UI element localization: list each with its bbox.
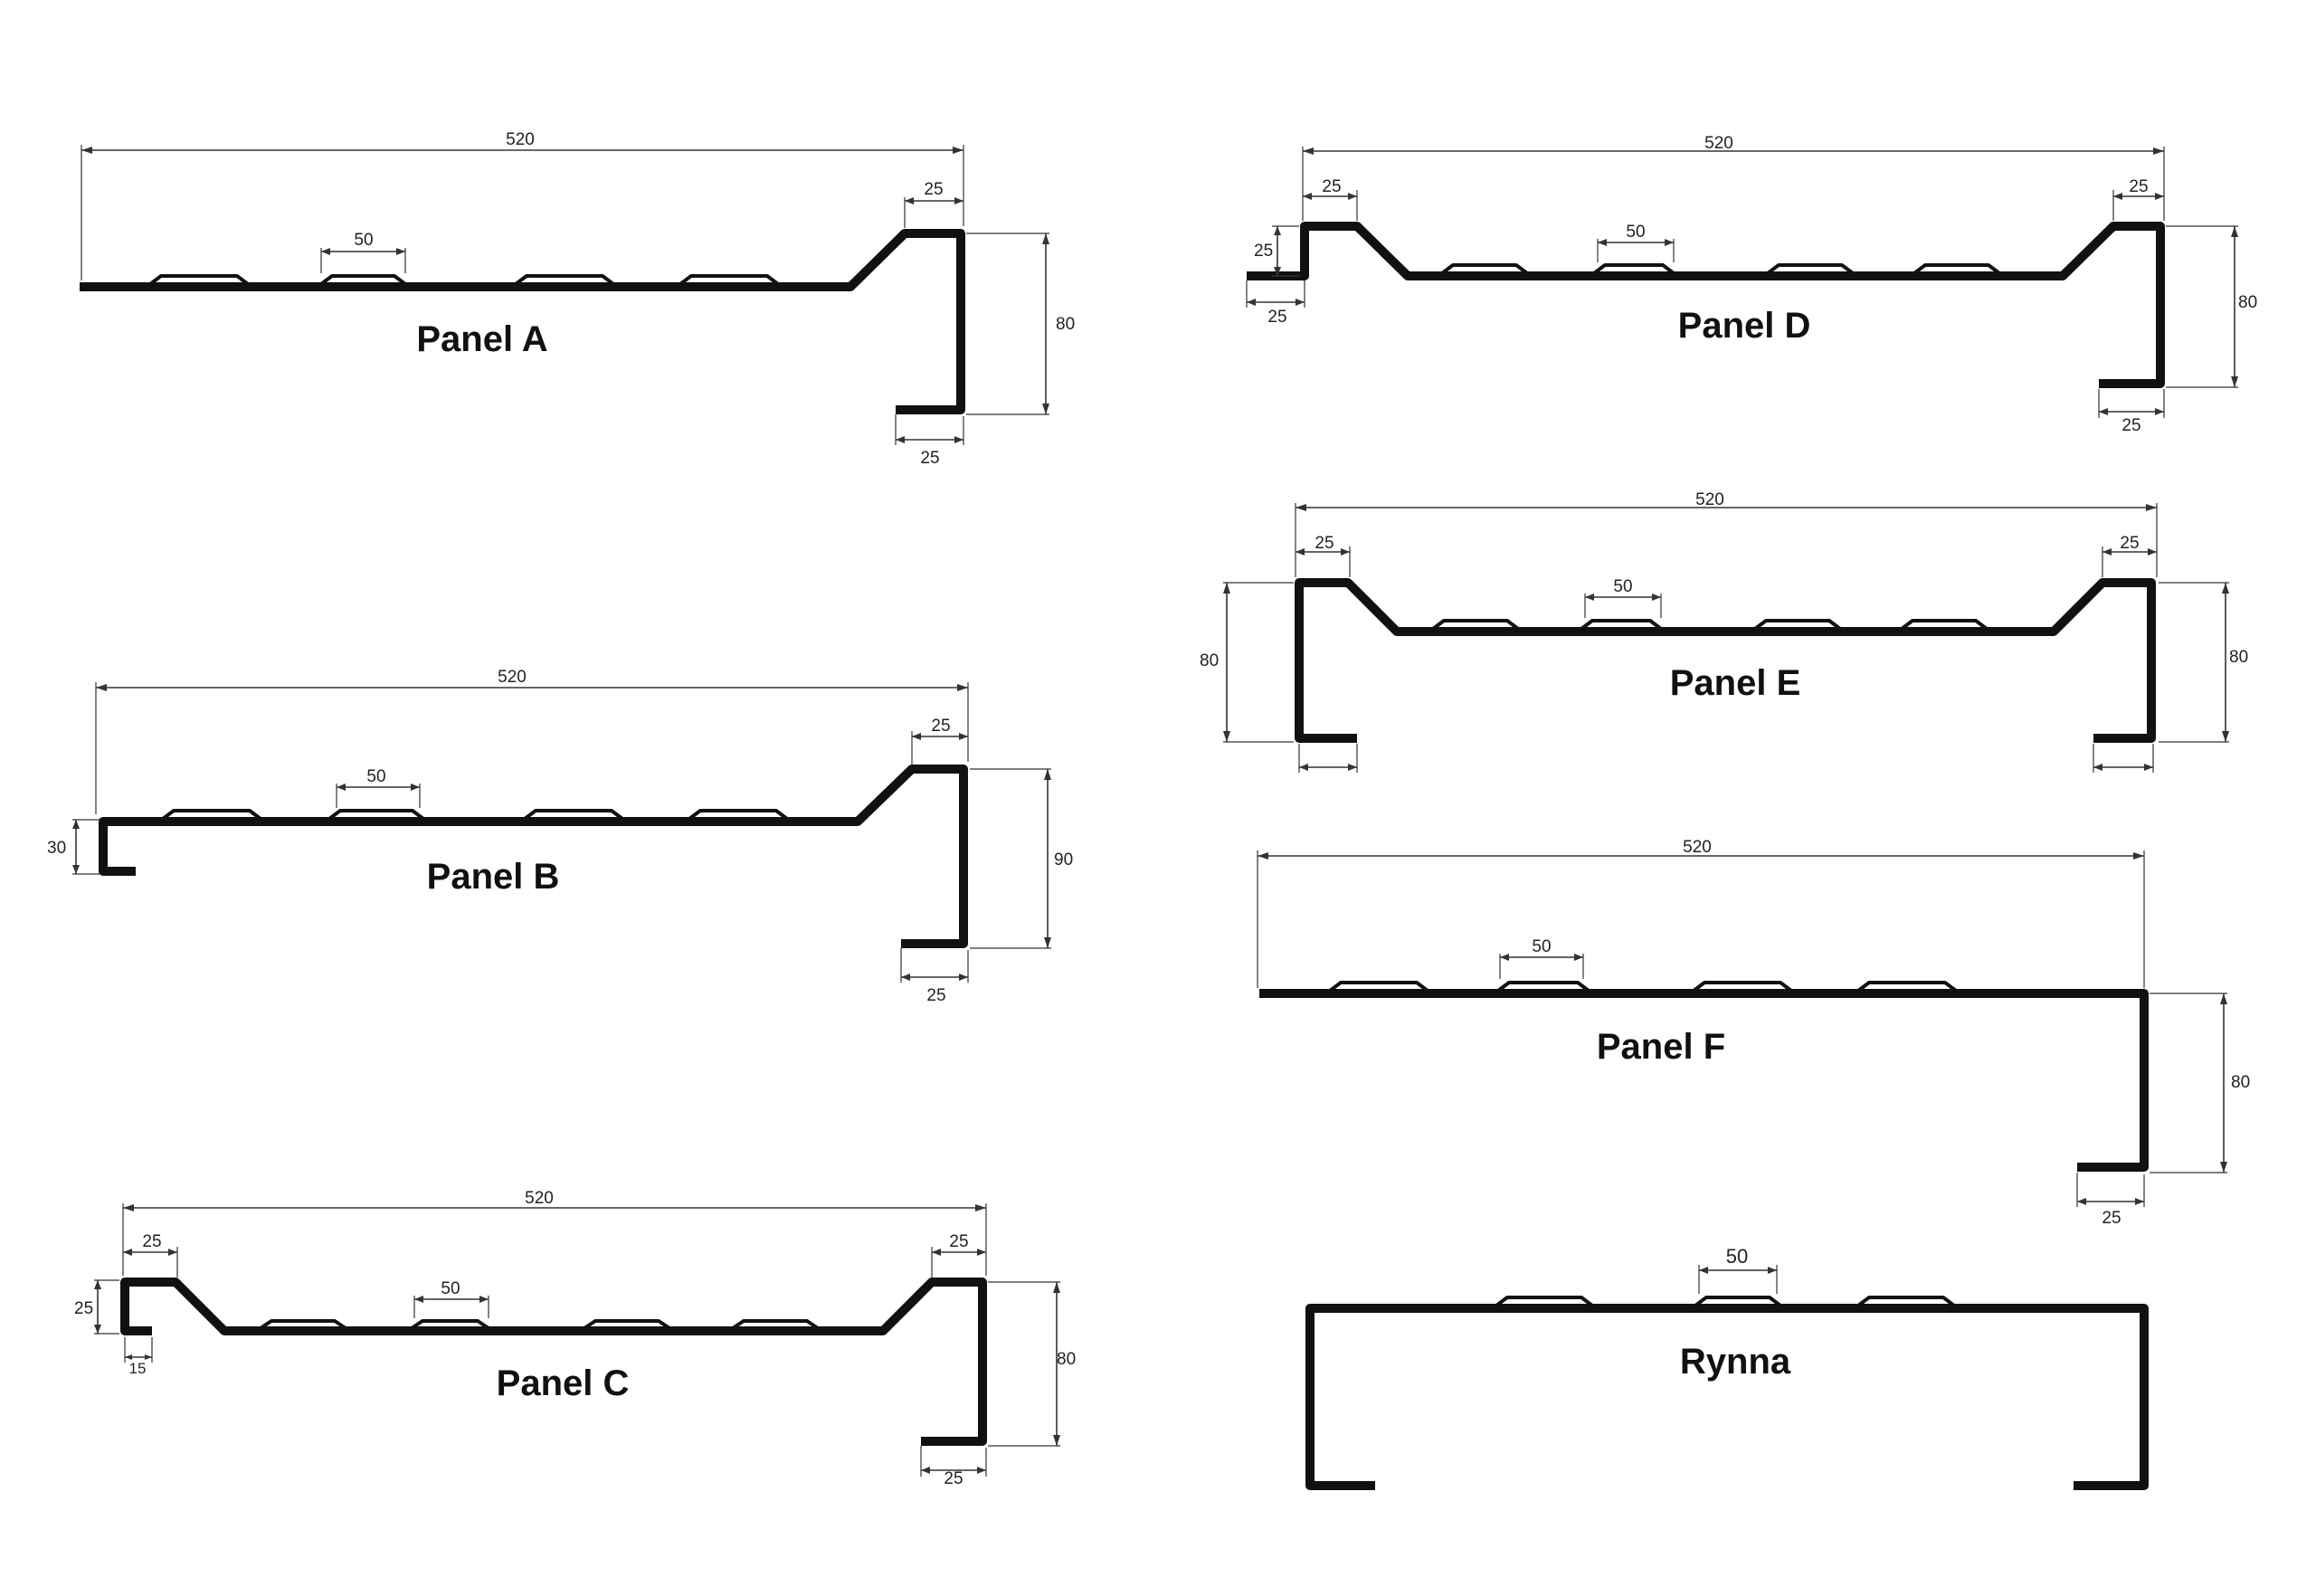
rib	[319, 274, 407, 286]
rynna-ribs	[1495, 1296, 1956, 1307]
panel-e-rib-dim: 50	[1613, 577, 1632, 596]
panel-d-left-height-dim: 25	[1254, 242, 1273, 261]
panel-d-profile	[1247, 222, 2165, 388]
panel-c-rib-dim: 50	[441, 1279, 460, 1298]
rib	[1753, 619, 1842, 631]
rib	[1580, 619, 1663, 631]
panel-a-bottom-flange-dim: 25	[920, 449, 939, 468]
panel-f-profile	[1259, 989, 2149, 1172]
panel-f-title: Panel F	[1597, 1027, 1725, 1067]
panel-b-ribs	[161, 809, 789, 821]
panel-b-profile	[99, 765, 968, 948]
panel-c-width-dim: 520	[525, 1189, 554, 1208]
panel-a-profile	[80, 229, 965, 414]
panel-e-left-top-dim: 25	[1315, 534, 1334, 553]
panel-e-title: Panel E	[1670, 663, 1801, 703]
panel-d-bottom-flange-dim: 25	[2121, 416, 2140, 435]
rynna-title: Rynna	[1680, 1342, 1791, 1382]
rib	[1496, 981, 1590, 993]
panel-e-left-height-dim: 80	[1200, 651, 1219, 670]
panel-a-top-flange-dim: 25	[924, 180, 943, 199]
panel-a: 520 50 25 80 25 Panel A	[80, 130, 1075, 468]
panel-c-ribs	[259, 1319, 820, 1330]
panel-d-rib-dim: 50	[1626, 223, 1645, 242]
panel-d-left-top-dim: 25	[1322, 177, 1341, 196]
panel-d-left-foot-dim: 25	[1267, 308, 1286, 327]
rib	[1431, 619, 1520, 631]
panel-c-height-dim: 80	[1057, 1350, 1076, 1369]
panel-d-width-dim: 520	[1704, 134, 1733, 153]
rib	[679, 274, 780, 286]
rib	[1440, 263, 1529, 275]
rib	[1913, 263, 2001, 275]
panel-f: 520 50 80 25 Panel F	[1257, 838, 2250, 1228]
panel-c-right-top-dim: 25	[949, 1232, 968, 1251]
panel-a-height-dim: 80	[1056, 315, 1075, 334]
panel-a-rib-dim: 50	[354, 231, 373, 250]
rib	[688, 809, 789, 821]
panel-b-height-dim: 90	[1054, 850, 1073, 869]
panel-c-left-top-dim: 25	[142, 1232, 161, 1251]
panel-c-bottom-flange-dim: 25	[944, 1469, 963, 1488]
rib	[514, 274, 615, 286]
rib	[259, 1319, 347, 1330]
panel-c-profile	[120, 1278, 987, 1446]
panel-f-ribs	[1328, 981, 1958, 993]
panel-d-ribs	[1440, 263, 2001, 275]
panel-e-right-height-dim: 80	[2229, 648, 2248, 667]
rynna-profile	[1305, 1304, 2149, 1490]
rib	[523, 809, 624, 821]
rib	[1856, 981, 1958, 993]
panel-e-width-dim: 520	[1695, 490, 1724, 509]
panel-f-height-dim: 80	[2231, 1073, 2250, 1092]
panel-c-left-height-dim: 25	[74, 1299, 93, 1318]
panel-c-left-hook-dim: 15	[129, 1360, 147, 1377]
panel-e-ribs	[1431, 619, 1989, 631]
panel-f-width-dim: 520	[1683, 838, 1712, 857]
panel-d-title: Panel D	[1678, 306, 1811, 346]
panel-b-title: Panel B	[427, 857, 560, 897]
panel-f-rib-dim: 50	[1532, 937, 1551, 956]
rib	[1495, 1296, 1594, 1307]
panel-a-title: Panel A	[416, 319, 547, 359]
rib	[161, 809, 262, 821]
rib	[410, 1319, 490, 1330]
rib	[1692, 981, 1793, 993]
rib	[1694, 1296, 1782, 1307]
rib	[583, 1319, 671, 1330]
rib	[1328, 981, 1429, 993]
panel-c-title: Panel C	[497, 1363, 630, 1403]
panel-f-bottom-flange-dim: 25	[2102, 1209, 2121, 1228]
rib	[148, 274, 250, 286]
rynna-rib-dim: 50	[1726, 1245, 1748, 1268]
panel-b-top-flange-dim: 25	[931, 717, 950, 736]
rib	[327, 809, 425, 821]
rib	[1592, 263, 1675, 275]
rib	[1856, 1296, 1956, 1307]
panel-b-left-hook-dim: 30	[47, 839, 66, 858]
panel-b: 520 50 25 90 25 30 Panel B	[47, 668, 1073, 1005]
panel-d-height-dim: 80	[2238, 293, 2257, 312]
panel-d: 520 50 25 25 25 25 80 25 Panel D	[1246, 134, 2257, 435]
panel-b-bottom-flange-dim: 25	[926, 986, 945, 1005]
panel-e: 520 50 25 25 80 80 Panel E	[1200, 490, 2248, 773]
panel-b-rib-dim: 50	[366, 767, 385, 786]
panel-e-profile	[1295, 578, 2156, 743]
rib	[1900, 619, 1989, 631]
panel-e-right-top-dim: 25	[2120, 534, 2139, 553]
panel-d-right-top-dim: 25	[2129, 177, 2148, 196]
rib	[731, 1319, 820, 1330]
panel-a-width-dim: 520	[506, 130, 535, 149]
panel-b-width-dim: 520	[498, 668, 527, 687]
rib	[1766, 263, 1855, 275]
rynna: 50 Rynna	[1305, 1245, 2149, 1490]
panel-a-ribs	[148, 274, 780, 286]
panel-c: 520 50 25 25 25 15 80 25 Panel C	[74, 1189, 1076, 1488]
